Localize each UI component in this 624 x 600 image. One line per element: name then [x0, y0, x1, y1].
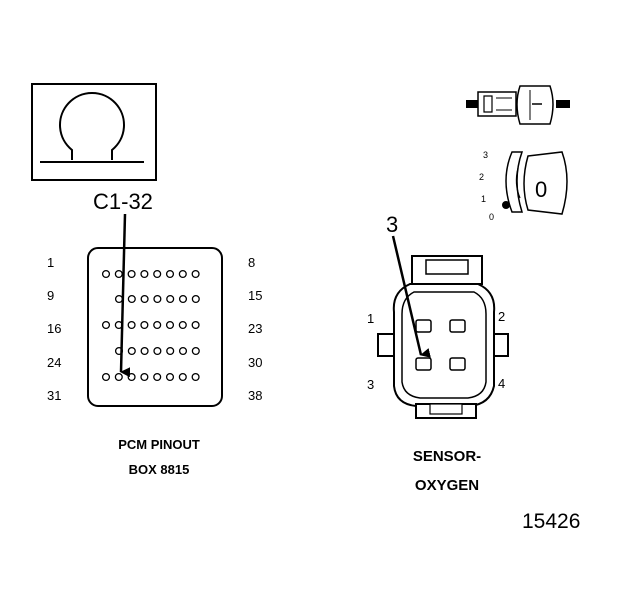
pcm-pin — [101, 372, 111, 382]
pcm-row-label-left: 16 — [47, 321, 61, 336]
sensor-callout: 3 — [386, 212, 398, 237]
pcm-pin — [140, 372, 149, 382]
pcm-pin — [101, 269, 111, 279]
pcm-pin — [153, 346, 162, 356]
pcm-pin — [191, 372, 200, 382]
pcm-row-label-left: 9 — [47, 288, 54, 303]
pcm-pin — [140, 320, 149, 330]
figure-number: 15426 — [522, 510, 580, 533]
sensor-pin-label: 1 — [367, 311, 374, 326]
pcm-pin — [165, 269, 175, 279]
sensor-terminal — [449, 319, 466, 333]
pcm-pin-grid — [101, 269, 200, 382]
sensor-caption-line2: OXYGEN — [415, 477, 479, 494]
pcm-pin — [127, 372, 136, 382]
pcm-pin — [114, 294, 124, 304]
key-scale-label: 2 — [479, 172, 484, 182]
pcm-pin — [153, 269, 162, 279]
connector-side-view — [466, 85, 570, 125]
pcm-pin — [166, 346, 175, 356]
sensor-pin-label: 4 — [498, 376, 505, 391]
pcm-pin-arrow — [119, 213, 131, 378]
pcm-pin — [127, 294, 136, 304]
pcm-pin — [127, 346, 136, 356]
pcm-pin — [178, 320, 187, 330]
pcm-pin — [178, 346, 188, 356]
pcm-row-left-labels: 1 9 16 24 31 — [47, 255, 61, 403]
pcm-row-label-right: 30 — [248, 355, 262, 370]
pcm-pin — [140, 294, 149, 304]
sensor-terminal — [415, 319, 432, 333]
pcm-caption-line1: PCM PINOUT — [118, 437, 200, 452]
pcm-pin — [140, 346, 149, 356]
pcm-pin — [191, 346, 200, 356]
pcm-pin — [178, 372, 187, 382]
pcm-pin — [178, 269, 187, 279]
pcm-caption-line2: BOX 8815 — [129, 462, 190, 477]
sensor-pin-label: 2 — [498, 309, 505, 324]
pcm-pin — [166, 294, 175, 304]
pcm-pin — [127, 320, 136, 330]
pcm-pin — [191, 320, 200, 330]
key-scale-label: 3 — [483, 150, 488, 160]
pcm-pin — [140, 269, 149, 279]
pcm-row-label-right: 8 — [248, 255, 255, 270]
sensor-terminal — [449, 357, 466, 371]
sensor-terminal — [415, 357, 432, 371]
pcm-row-label-left: 1 — [47, 255, 54, 270]
pcm-row-label-left: 24 — [47, 355, 61, 370]
pcm-row-label-right: 38 — [248, 388, 262, 403]
key-scale-label: 0 — [489, 212, 494, 222]
pcm-row-right-labels: 8 15 23 30 38 — [248, 255, 262, 403]
sensor-pin-arrow — [391, 235, 431, 358]
oxygen-sensor-connector: 3 1 2 3 4 SENSOR- OXYGEN — [367, 212, 509, 494]
pcm-pin — [127, 269, 136, 279]
key-indicator-dot — [502, 201, 510, 209]
pcm-callout: C1-32 — [93, 189, 153, 214]
sensor-pin-label: 3 — [367, 377, 374, 392]
key-switch: 3 2 1 0 0 — [479, 150, 568, 222]
pcm-pin — [178, 294, 188, 304]
pcm-pin — [153, 320, 162, 330]
key-position-label: 0 — [535, 177, 547, 202]
pcm-row-label-right: 23 — [248, 321, 262, 336]
pcm-pin — [191, 294, 200, 304]
ohmmeter-box — [31, 83, 157, 181]
ohm-icon — [59, 92, 125, 160]
pcm-pin — [165, 372, 175, 382]
key-scale-label: 1 — [481, 194, 486, 204]
pcm-pin — [114, 372, 123, 382]
pcm-row-label-left: 31 — [47, 388, 61, 403]
pcm-pin — [191, 269, 200, 279]
pcm-pin — [101, 320, 111, 330]
pcm-pin — [153, 294, 162, 304]
pcm-pin — [114, 269, 123, 279]
pcm-pin — [153, 372, 162, 382]
pcm-connector: C1-32 1 9 16 24 31 8 15 23 30 38 PCM PINOUT BOX … — [47, 189, 262, 477]
ohmmeter-symbol: Ω — [31, 83, 157, 181]
pcm-row-label-right: 15 — [248, 288, 262, 303]
pcm-pin — [165, 320, 175, 330]
sensor-caption-line1: SENSOR- — [413, 448, 481, 465]
